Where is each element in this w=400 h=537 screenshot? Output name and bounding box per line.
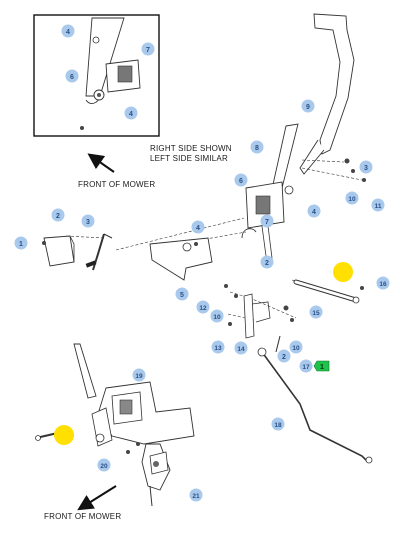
highlight-marker-lower bbox=[54, 425, 74, 445]
callout-bubble: 7 bbox=[260, 214, 274, 228]
callout-bubble: 7 bbox=[141, 42, 155, 56]
callout-bubble: 18 bbox=[271, 417, 285, 431]
gas-spring bbox=[293, 279, 364, 304]
svg-text:16: 16 bbox=[379, 281, 387, 288]
callout-bubble: 9 bbox=[301, 99, 315, 113]
svg-text:15: 15 bbox=[312, 310, 320, 317]
front-arrow-bottom bbox=[77, 485, 117, 511]
callout-bubble: 10 bbox=[345, 191, 359, 205]
control-lever-assembly bbox=[241, 13, 366, 259]
center-lines bbox=[65, 159, 363, 427]
mid-bracket bbox=[224, 284, 294, 353]
svg-text:1: 1 bbox=[19, 241, 23, 248]
svg-text:8: 8 bbox=[255, 145, 259, 152]
svg-text:7: 7 bbox=[146, 47, 150, 54]
svg-text:10: 10 bbox=[213, 314, 221, 321]
flag-label: 1 bbox=[320, 362, 324, 371]
svg-text:4: 4 bbox=[312, 209, 316, 216]
callout-bubble: 2 bbox=[51, 208, 65, 222]
left-plate-bracket bbox=[42, 235, 75, 267]
svg-text:13: 13 bbox=[214, 345, 222, 352]
svg-text:4: 4 bbox=[196, 225, 200, 232]
note-front-of-mower-bottom: FRONT OF MOWER bbox=[44, 512, 122, 521]
svg-text:20: 20 bbox=[100, 463, 108, 470]
callout-bubble: 2 bbox=[277, 349, 291, 363]
inset-detail-box bbox=[33, 14, 160, 137]
callout-bubble: 15 bbox=[309, 305, 323, 319]
callout-bubble: 17 bbox=[299, 359, 313, 373]
callout-bubble: 13 bbox=[211, 340, 225, 354]
callout-bubble: 11 bbox=[371, 198, 385, 212]
note-front-of-mower-top: FRONT OF MOWER bbox=[78, 180, 156, 189]
svg-text:3: 3 bbox=[86, 219, 90, 226]
callout-bubble: 5 bbox=[175, 287, 189, 301]
svg-text:6: 6 bbox=[70, 74, 74, 81]
callout-bubble: 20 bbox=[97, 458, 111, 472]
callout-bubble: 19 bbox=[132, 368, 146, 382]
callout-bubble: 6 bbox=[65, 69, 79, 83]
svg-text:11: 11 bbox=[375, 203, 382, 210]
callout-bubble: 4 bbox=[307, 204, 321, 218]
callout-bubble: 10 bbox=[289, 340, 303, 354]
reference-flag: 1 bbox=[313, 360, 330, 372]
svg-text:7: 7 bbox=[265, 219, 269, 226]
callout-bubble: 4 bbox=[61, 24, 75, 38]
svg-text:19: 19 bbox=[135, 373, 143, 380]
svg-text:14: 14 bbox=[237, 346, 245, 353]
callout-bubble: 6 bbox=[234, 173, 248, 187]
svg-text:9: 9 bbox=[306, 104, 310, 111]
front-arrow-top bbox=[87, 153, 115, 173]
callout-bubble: 4 bbox=[124, 106, 138, 120]
svg-text:10: 10 bbox=[348, 196, 356, 203]
left-rod bbox=[85, 233, 113, 271]
svg-text:4: 4 bbox=[129, 111, 133, 118]
svg-text:2: 2 bbox=[282, 354, 286, 361]
svg-text:21: 21 bbox=[192, 493, 200, 500]
svg-text:5: 5 bbox=[180, 292, 184, 299]
lower-lever-assembly bbox=[35, 343, 195, 507]
callout-bubble: 21 bbox=[189, 488, 203, 502]
svg-text:2: 2 bbox=[265, 260, 269, 267]
callout-bubble: 12 bbox=[196, 300, 210, 314]
svg-text:18: 18 bbox=[274, 422, 282, 429]
callout-bubble: 1 bbox=[14, 236, 28, 250]
note-left-side-similar: LEFT SIDE SIMILAR bbox=[150, 154, 228, 163]
svg-text:2: 2 bbox=[56, 213, 60, 220]
callout-bubble: 16 bbox=[376, 276, 390, 290]
callout-bubble: 3 bbox=[359, 160, 373, 174]
long-link-rod bbox=[257, 347, 373, 464]
svg-text:10: 10 bbox=[292, 345, 300, 352]
middle-plate bbox=[149, 237, 213, 281]
svg-text:6: 6 bbox=[239, 178, 243, 185]
callout-bubble: 2 bbox=[260, 255, 274, 269]
callout-bubble: 4 bbox=[191, 220, 205, 234]
svg-text:3: 3 bbox=[364, 165, 368, 172]
svg-text:12: 12 bbox=[199, 305, 207, 312]
svg-text:17: 17 bbox=[302, 364, 310, 371]
note-right-side-shown: RIGHT SIDE SHOWN bbox=[150, 144, 232, 153]
callout-bubble: 10 bbox=[210, 309, 224, 323]
callout-bubble: 14 bbox=[234, 341, 248, 355]
callout-bubble: 3 bbox=[81, 214, 95, 228]
highlight-marker-gas-spring bbox=[333, 262, 353, 282]
svg-text:4: 4 bbox=[66, 29, 70, 36]
callout-layer: 4 7 6 4 9 8 3 10 11 6 4 7 2 3 1 4 2 5 16… bbox=[14, 24, 390, 502]
callout-bubble: 8 bbox=[250, 140, 264, 154]
